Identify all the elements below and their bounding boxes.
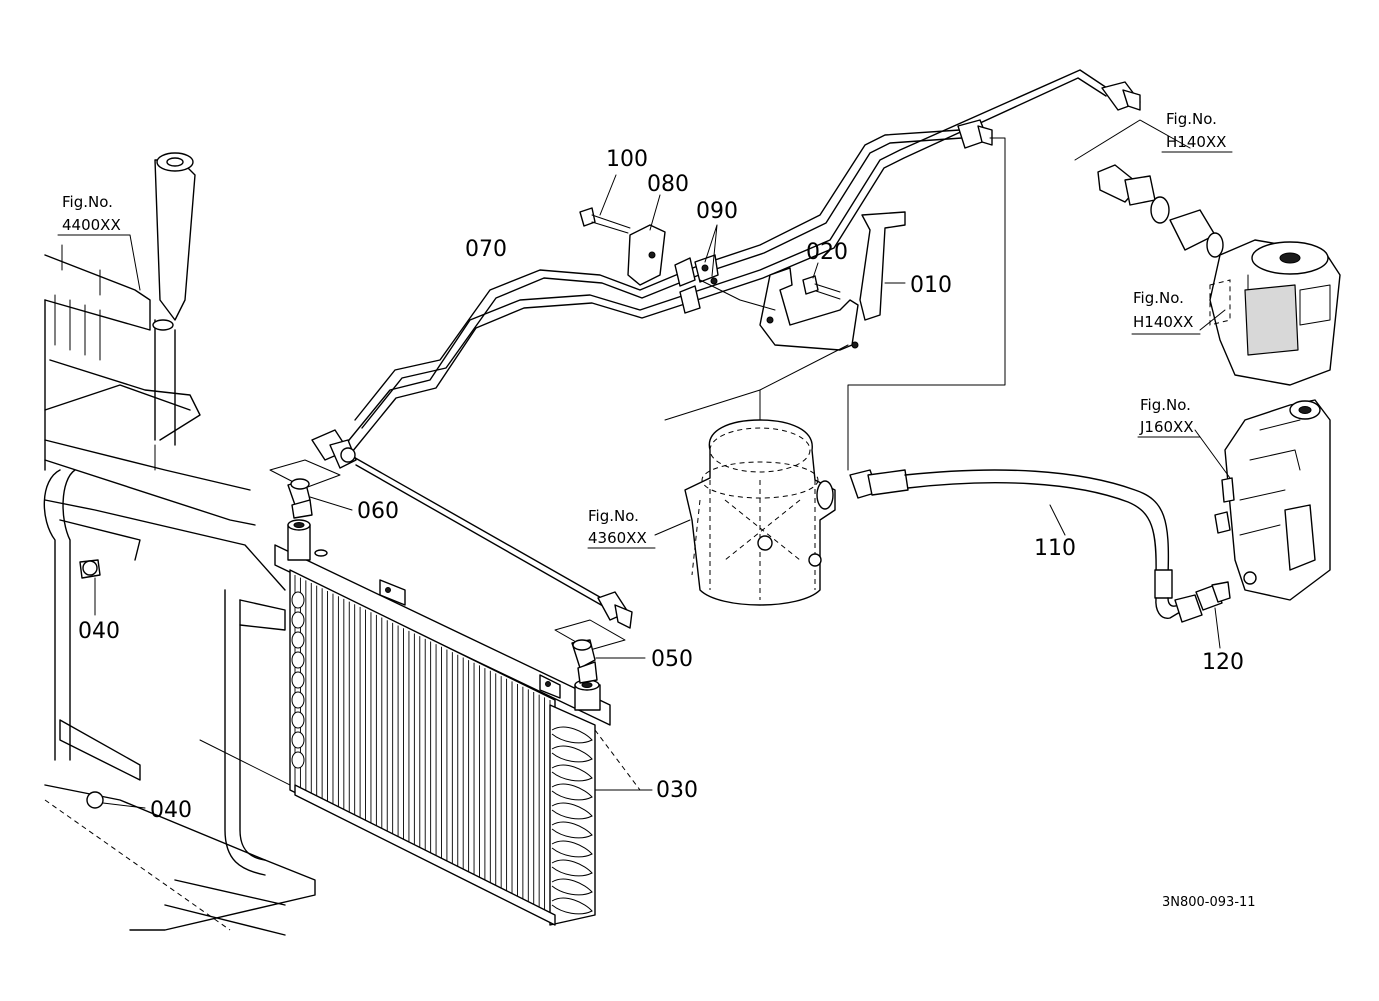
cooler-left-coils (291, 591, 305, 769)
label-010: 010 (910, 273, 952, 298)
cooler-coil (291, 591, 305, 609)
label-040-upper: 040 (78, 619, 120, 644)
bracket-080 (627, 194, 666, 286)
pipe-fitting-upper-end (1101, 81, 1141, 111)
label-090: 090 (696, 199, 738, 224)
elbow-fitting-050 (554, 619, 646, 684)
pipe-fitting-lower-end (597, 591, 633, 629)
fig-4360-line2: 4360XX (588, 529, 647, 547)
cooler-coil (551, 897, 593, 915)
cooler-coil (291, 671, 305, 689)
bolt-100 (579, 174, 631, 234)
figure-references: Fig.No. 4400XX Fig.No. H140XX Fig.No. H1… (62, 110, 1226, 547)
part-labels: 010 020 030 040 040 050 060 070 080 090 … (78, 147, 1244, 823)
label-030: 030 (656, 778, 698, 803)
oil-cooler-030 (274, 519, 653, 926)
cooler-coil (551, 764, 593, 782)
cooler-coil (291, 691, 305, 709)
cooler-coil (551, 821, 593, 839)
label-100: 100 (606, 147, 648, 172)
hydraulic-filter-4360xx (654, 344, 849, 606)
bracket-010 (759, 211, 906, 351)
pipe-fitting-left (311, 429, 357, 469)
label-070: 070 (465, 237, 507, 262)
label-020: 020 (806, 240, 848, 265)
clamp-090 (674, 224, 719, 314)
hose-110 (847, 137, 1181, 619)
fig-4400-line1: Fig.No. (62, 193, 113, 211)
fig-j160-line2: J160XX (1139, 418, 1194, 436)
cooler-coil (291, 611, 305, 629)
cooler-coil (291, 711, 305, 729)
label-120: 120 (1202, 650, 1244, 675)
fig-4400-line2: 4400XX (62, 216, 121, 234)
control-valve-j160xx (1194, 399, 1331, 601)
cooler-coil (291, 651, 305, 669)
cooler-coil (551, 726, 593, 744)
hydraulic-pipe-070 (344, 69, 1111, 611)
cooler-coil (551, 783, 593, 801)
bolt-020 (699, 262, 841, 311)
cooler-coil (551, 840, 593, 858)
label-110: 110 (1034, 536, 1076, 561)
label-060: 060 (357, 499, 399, 524)
fig-h140-top-line2: H140XX (1166, 133, 1226, 151)
fig-h140-mid-line2: H140XX (1133, 313, 1193, 331)
pipe-fitting-mid-end (957, 119, 993, 149)
cooler-coil (551, 878, 593, 896)
label-040-lower: 040 (150, 798, 192, 823)
cooler-coil (291, 631, 305, 649)
bolt-040-lower (86, 791, 146, 809)
steering-unit-h140xx (1074, 119, 1341, 386)
cooler-coil (551, 745, 593, 763)
drawing-code: 3N800-093-11 (1162, 895, 1256, 910)
cooler-coil (291, 751, 305, 769)
cooler-coil (291, 731, 305, 749)
bolt-040-upper (79, 559, 101, 616)
cooler-coil (551, 802, 593, 820)
leader-lines (57, 151, 1233, 549)
fig-h140-mid-line1: Fig.No. (1133, 289, 1184, 307)
fig-j160-line1: Fig.No. (1140, 396, 1191, 414)
elbow-fitting-060 (269, 459, 353, 519)
fig-h140-top-line1: Fig.No. (1166, 110, 1217, 128)
fig-4360-line1: Fig.No. (588, 507, 639, 525)
tractor-frame (43, 152, 381, 936)
cooler-coil (551, 859, 593, 877)
label-050: 050 (651, 647, 693, 672)
fitting-120 (1174, 581, 1231, 649)
label-080: 080 (647, 172, 689, 197)
